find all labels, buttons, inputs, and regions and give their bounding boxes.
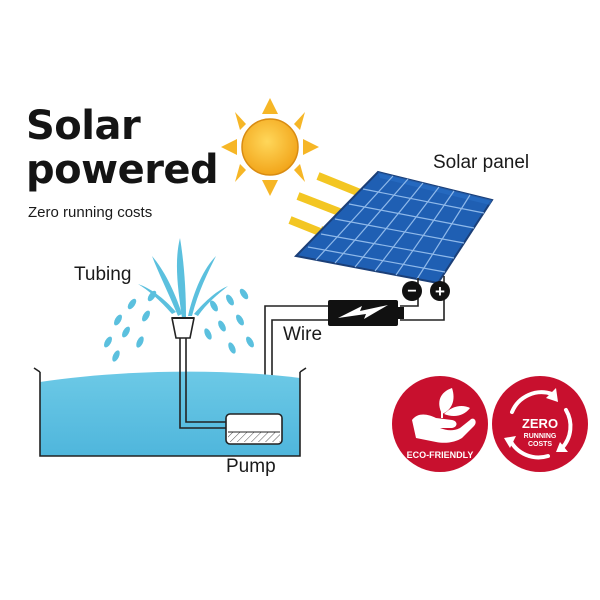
zero-badge-line1: ZERO bbox=[522, 416, 558, 431]
tubing bbox=[179, 338, 226, 429]
solar-panel bbox=[293, 170, 494, 292]
pump bbox=[225, 413, 283, 445]
zero-badge-line2: RUNNING bbox=[524, 433, 557, 440]
eco-badge-text: ECO-FRIENDLY bbox=[407, 450, 474, 460]
solar-panel-label: Solar panel bbox=[433, 152, 530, 173]
tubing-label: Tubing bbox=[74, 264, 132, 285]
positive-sign: + bbox=[435, 282, 445, 301]
zero-badge-line3: COSTS bbox=[528, 441, 552, 448]
headline-line2: powered bbox=[26, 147, 219, 193]
fountain-spray bbox=[104, 238, 254, 362]
charge-controller bbox=[328, 300, 404, 326]
hands-with-leaves-icon bbox=[412, 388, 476, 443]
negative-sign: − bbox=[407, 283, 416, 300]
negative-terminal: − bbox=[402, 281, 422, 301]
wire-label: Wire bbox=[283, 324, 323, 345]
zero-running-costs-badge: ZERO RUNNING COSTS bbox=[492, 376, 588, 472]
circular-arrows-icon bbox=[508, 390, 573, 460]
sun-icon bbox=[221, 98, 319, 196]
subtitle: Zero running costs bbox=[28, 204, 153, 221]
positive-terminal: + bbox=[430, 281, 450, 301]
headline-line1: Solar bbox=[26, 103, 141, 149]
nozzle bbox=[171, 317, 195, 339]
headline: Solar powered bbox=[26, 103, 219, 193]
eco-friendly-badge: ECO-FRIENDLY bbox=[392, 376, 488, 472]
pump-label: Pump bbox=[226, 456, 276, 477]
lightning-bolt-icon bbox=[338, 305, 388, 319]
